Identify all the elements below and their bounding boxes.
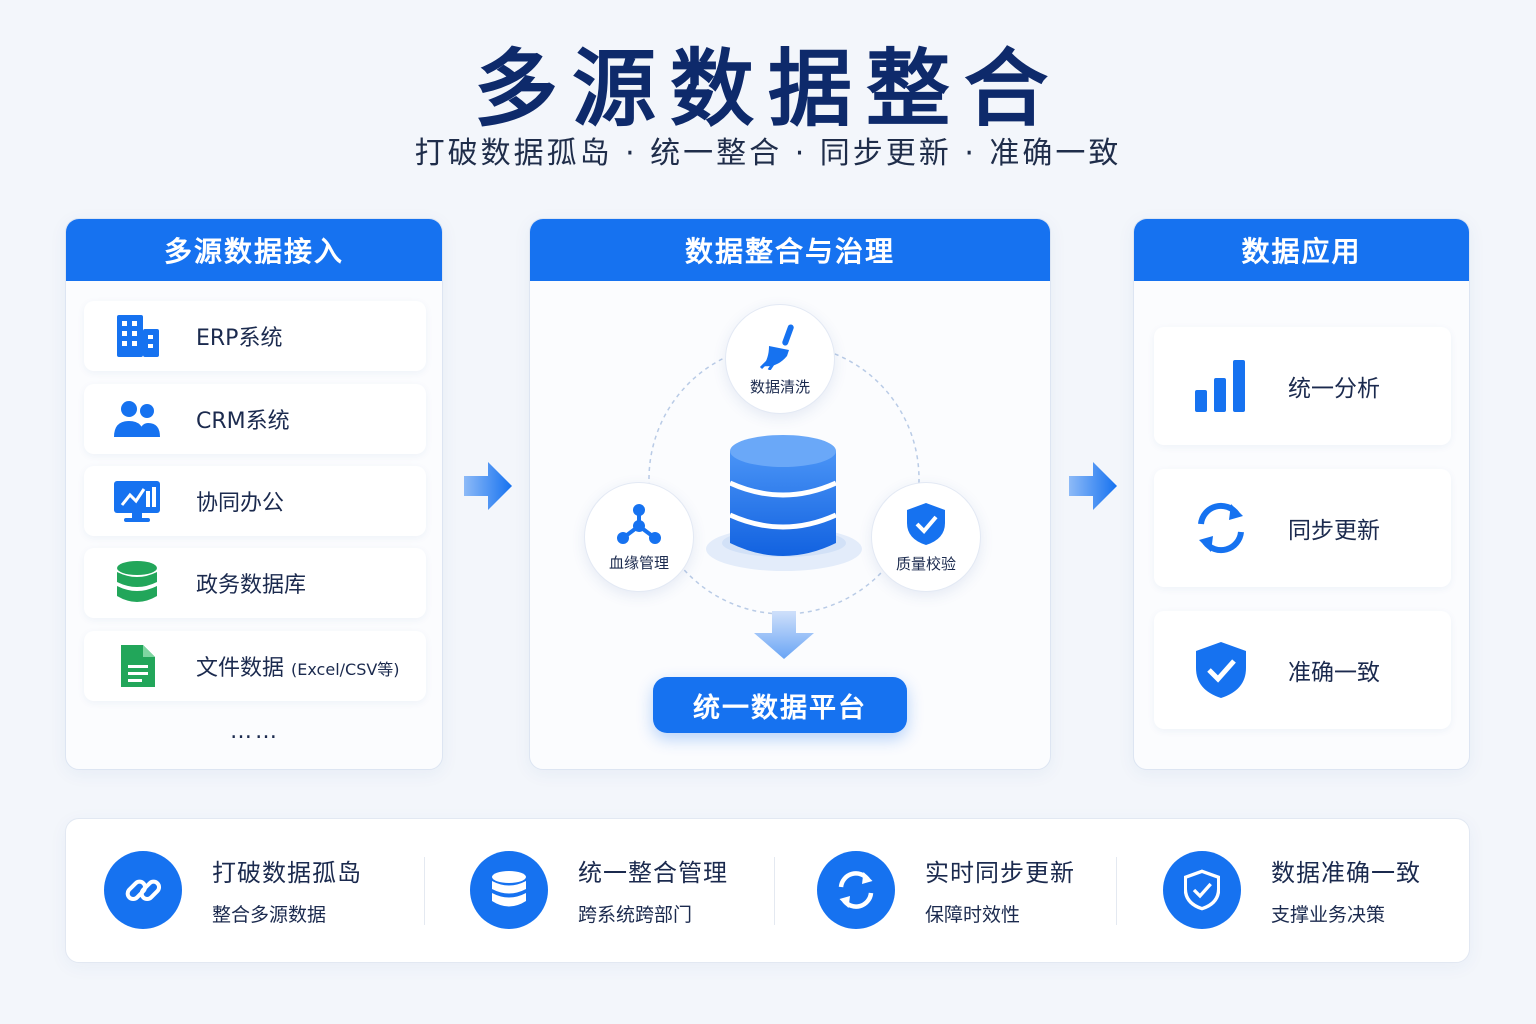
node-label: 质量校验: [895, 554, 956, 573]
feature-title: 实时同步更新: [925, 859, 1075, 887]
source-item-label: 协同办公: [196, 491, 285, 516]
building-icon: [106, 313, 168, 359]
integration-panel-title: 数据整合与治理: [530, 219, 1050, 281]
bar-chart-icon: [1186, 358, 1256, 414]
sources-panel-title: 多源数据接入: [66, 219, 442, 281]
page-subtitle: 打破数据孤岛 · 统一整合 · 同步更新 · 准确一致: [414, 136, 1122, 171]
source-item-erp[interactable]: ERP系统: [84, 301, 426, 371]
divider: [424, 857, 425, 925]
source-item-label: 文件数据 (Excel/CSV等): [196, 656, 400, 681]
page-title: 多源数据整合: [473, 40, 1062, 138]
feature-desc: 保障时效性: [925, 904, 1021, 926]
feature-title: 打破数据孤岛: [212, 859, 362, 887]
shield-check-icon: [1163, 851, 1241, 929]
integration-panel: 数据整合与治理 数据清洗 血缘管理 质量校验: [529, 218, 1051, 770]
app-item-label: 统一分析: [1288, 376, 1380, 402]
feature-item: 实时同步更新 保障时效性: [817, 851, 1075, 929]
database-icon: [470, 851, 548, 929]
monitor-chart-icon: [106, 479, 168, 523]
applications-panel-title: 数据应用: [1134, 219, 1469, 281]
node-quality-check[interactable]: 质量校验: [871, 482, 981, 592]
feature-bar: 打破数据孤岛 整合多源数据 统一整合管理 跨系统跨部门: [65, 818, 1470, 963]
source-item-label: CRM系统: [196, 409, 290, 434]
app-item-analysis[interactable]: 统一分析: [1154, 327, 1451, 445]
app-item-label: 准确一致: [1288, 660, 1380, 686]
source-item-label: ERP系统: [196, 326, 283, 351]
feature-title: 数据准确一致: [1271, 859, 1421, 887]
node-data-cleaning[interactable]: 数据清洗: [725, 304, 835, 414]
feature-item: 数据准确一致 支撑业务决策: [1163, 851, 1421, 929]
spreadsheet-icon: [106, 643, 168, 689]
feature-title: 统一整合管理: [578, 859, 728, 887]
sync-icon: [817, 851, 895, 929]
divider: [1116, 857, 1117, 925]
database-icon: [106, 560, 168, 606]
app-item-sync[interactable]: 同步更新: [1154, 469, 1451, 587]
source-item-crm[interactable]: CRM系统: [84, 384, 426, 454]
broom-icon: [759, 323, 794, 370]
feature-item: 统一整合管理 跨系统跨部门: [470, 851, 728, 929]
feature-desc: 支撑业务决策: [1271, 904, 1386, 926]
more-sources: ……: [230, 719, 280, 744]
shield-check-icon: [1186, 640, 1256, 700]
divider: [774, 857, 775, 925]
source-item-label: 政务数据库: [196, 573, 307, 598]
arrow-down-icon: [754, 611, 814, 659]
central-database-icon: [728, 435, 838, 556]
link-icon: [104, 851, 182, 929]
sync-icon: [1186, 500, 1256, 556]
applications-panel: 数据应用 统一分析 同步更新 准确: [1133, 218, 1470, 770]
unified-data-platform[interactable]: 统一数据平台: [653, 677, 907, 733]
source-item-collab[interactable]: 协同办公: [84, 466, 426, 536]
network-icon: [617, 503, 661, 544]
flow-arrow-icon: [1069, 462, 1117, 510]
feature-item: 打破数据孤岛 整合多源数据: [104, 851, 362, 929]
shield-check-icon: [907, 502, 945, 545]
app-item-consistency[interactable]: 准确一致: [1154, 611, 1451, 729]
source-item-files[interactable]: 文件数据 (Excel/CSV等): [84, 631, 426, 701]
feature-desc: 整合多源数据: [212, 904, 327, 926]
node-label: 数据清洗: [749, 377, 810, 396]
feature-desc: 跨系统跨部门: [578, 904, 693, 926]
sources-panel: 多源数据接入 ERP系统 CRM系: [65, 218, 443, 770]
app-item-label: 同步更新: [1288, 518, 1380, 544]
flow-arrow-icon: [464, 462, 512, 510]
node-label: 血缘管理: [608, 553, 669, 572]
source-item-gov-db[interactable]: 政务数据库: [84, 548, 426, 618]
users-icon: [106, 399, 168, 439]
node-lineage[interactable]: 血缘管理: [584, 482, 694, 592]
